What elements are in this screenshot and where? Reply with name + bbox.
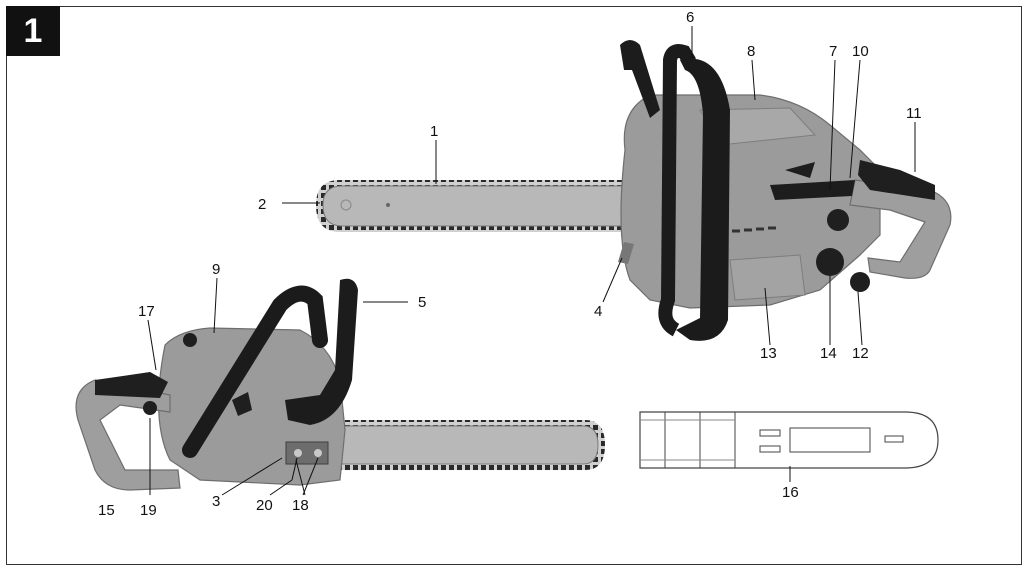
callout-7: 7 — [829, 43, 837, 60]
chainsaw-bottom-view — [75, 278, 605, 491]
callout-8: 8 — [747, 43, 755, 60]
front-handle-top — [676, 58, 730, 341]
callout-6: 6 — [686, 9, 694, 26]
callout-10: 10 — [852, 43, 869, 60]
figure-number-badge: 1 — [6, 6, 60, 56]
callout-3: 3 — [212, 493, 220, 510]
front-handle-bottom — [182, 285, 328, 458]
callout-20: 20 — [256, 497, 273, 514]
callout-1: 1 — [430, 123, 438, 140]
callout-11: 11 — [906, 105, 922, 122]
callout-15: 15 — [98, 502, 115, 519]
callout-13: 13 — [760, 345, 777, 362]
rear-handle-top — [849, 179, 952, 279]
choke-knob — [827, 209, 849, 231]
callout-12: 12 — [852, 345, 869, 362]
chain-brake-guard — [285, 278, 358, 425]
guide-bar-spare — [639, 411, 939, 469]
guide-bar-bottom — [334, 425, 599, 465]
leader-lines — [147, 26, 916, 496]
callout-19: 19 — [140, 502, 157, 519]
callout-9: 9 — [212, 261, 220, 278]
fuel-cap — [183, 333, 197, 347]
callout-14: 14 — [820, 345, 837, 362]
tank-cap-top — [850, 272, 870, 292]
switch-knob — [143, 401, 157, 415]
engine-housing-top — [620, 94, 881, 309]
callout-17: 17 — [138, 303, 155, 320]
guide-bar-top — [322, 185, 641, 227]
starter-grip — [816, 248, 844, 276]
callout-5: 5 — [418, 294, 426, 311]
callout-16: 16 — [782, 484, 799, 501]
hand-guard-top — [620, 40, 660, 118]
callout-4: 4 — [594, 303, 602, 320]
throttle-lockout — [858, 160, 935, 200]
callout-18: 18 — [292, 497, 309, 514]
chainsaw-top-view — [316, 40, 952, 341]
callout-2: 2 — [258, 196, 266, 213]
